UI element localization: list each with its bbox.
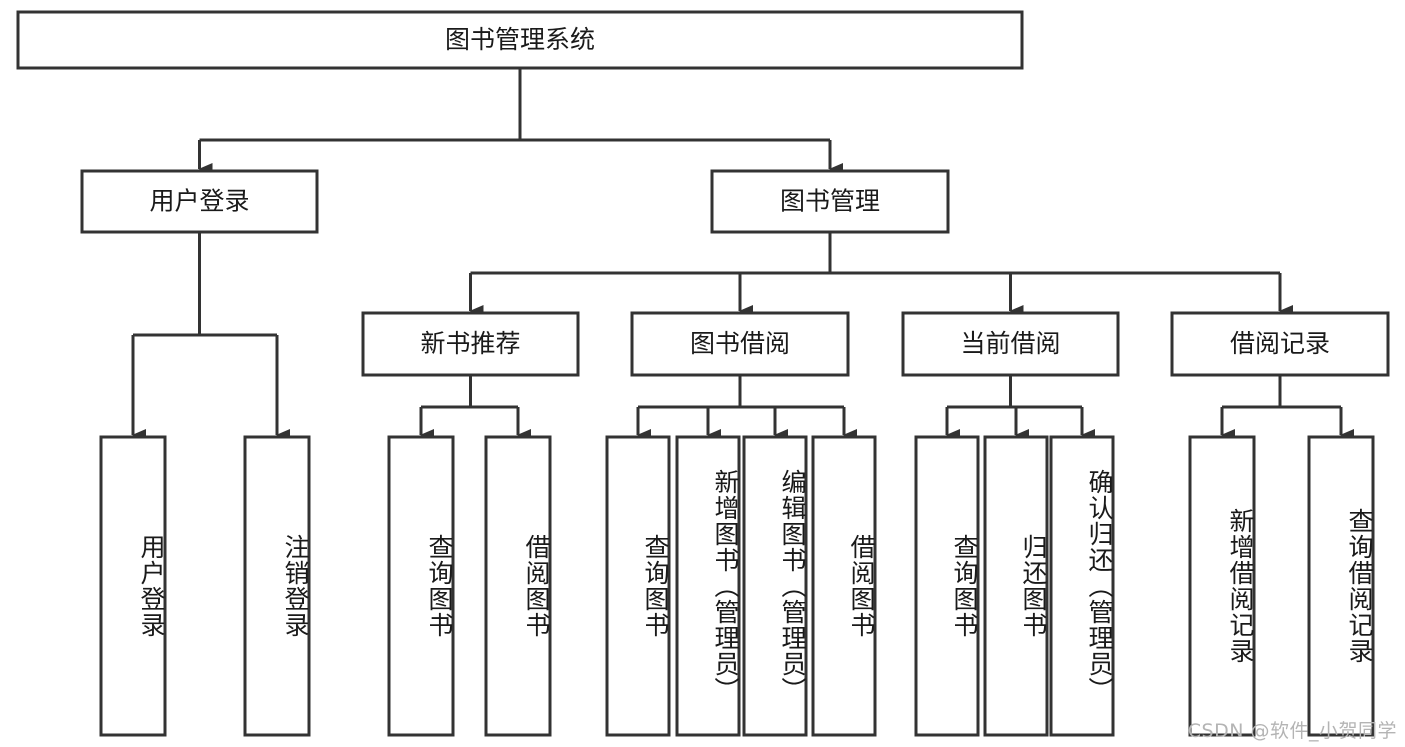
- node-leaf-return-book[interactable]: [983, 435, 1049, 737]
- node-leaf-query-book-cur[interactable]: [914, 435, 980, 737]
- node-new-book-recommend[interactable]: 新书推荐: [361, 311, 580, 377]
- csdn-watermark: CSDN @软件_小贺同学: [1187, 720, 1397, 742]
- node-box: [99, 435, 167, 737]
- node-leaf-user-login[interactable]: [99, 435, 167, 737]
- node-leaf-logout[interactable]: [243, 435, 311, 737]
- node-box: [901, 311, 1120, 377]
- node-box: [710, 169, 950, 234]
- node-leaf-query-record[interactable]: [1307, 435, 1375, 737]
- node-box: [811, 435, 877, 737]
- node-box: [484, 435, 552, 737]
- node-label: 图书管理系统: [445, 25, 595, 54]
- node-borrow-record[interactable]: 借阅记录: [1170, 311, 1390, 377]
- node-box: [80, 169, 319, 234]
- node-leaf-add-book[interactable]: [675, 435, 741, 737]
- node-box: [361, 311, 580, 377]
- node-label: 用户登录: [149, 187, 249, 216]
- node-book-borrow[interactable]: 图书借阅: [630, 311, 850, 377]
- node-leaf-borrow-book-rec[interactable]: [484, 435, 552, 737]
- node-box: [605, 435, 671, 737]
- node-leaf-confirm-return[interactable]: [1049, 435, 1115, 737]
- node-leaf-edit-book[interactable]: [742, 435, 808, 737]
- node-leaf-query-book-borrow[interactable]: [605, 435, 671, 737]
- node-current-borrow[interactable]: 当前借阅: [901, 311, 1120, 377]
- node-leaf-add-record[interactable]: [1188, 435, 1256, 737]
- node-root[interactable]: 图书管理系统: [16, 10, 1024, 70]
- node-leaf-borrow-book[interactable]: [811, 435, 877, 737]
- connector-links: [131, 68, 1354, 441]
- node-box: [742, 435, 808, 737]
- node-box: [1170, 311, 1390, 377]
- node-label: 当前借阅: [960, 329, 1060, 358]
- node-box: [983, 435, 1049, 737]
- node-box: [1049, 435, 1115, 737]
- node-user-login[interactable]: 用户登录: [80, 169, 319, 234]
- node-box: [1188, 435, 1256, 737]
- node-box: [1307, 435, 1375, 737]
- node-book-manage[interactable]: 图书管理: [710, 169, 950, 234]
- node-label: 借阅记录: [1230, 329, 1330, 358]
- node-box: [16, 10, 1024, 70]
- node-box: [914, 435, 980, 737]
- node-box: [675, 435, 741, 737]
- node-leaf-query-book-rec[interactable]: [387, 435, 455, 737]
- node-box: [630, 311, 850, 377]
- node-label: 图书管理: [780, 187, 880, 216]
- node-box: [243, 435, 311, 737]
- node-box: [387, 435, 455, 737]
- node-label: 新书推荐: [420, 329, 520, 358]
- node-label: 图书借阅: [690, 329, 790, 358]
